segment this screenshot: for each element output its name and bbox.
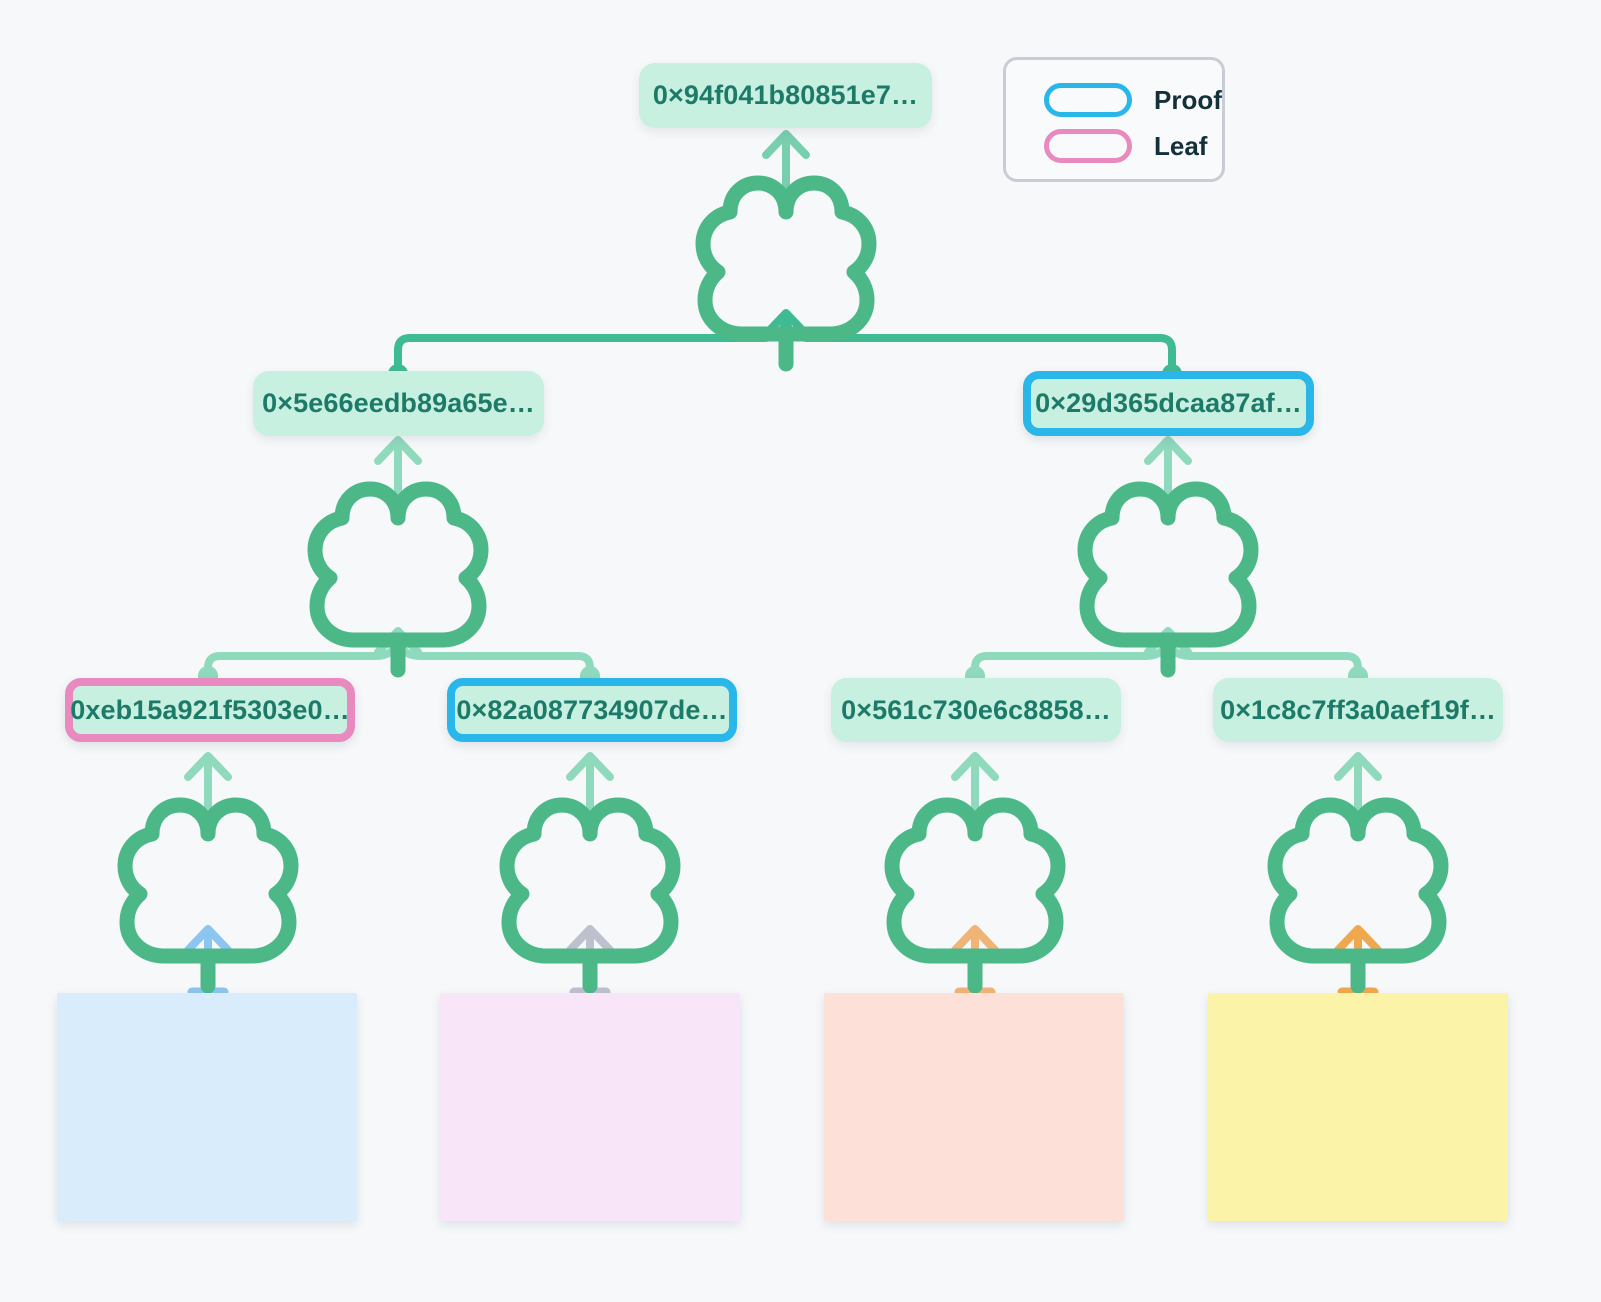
bracket-leaves-right [965, 627, 1368, 690]
arrow-hash-to-mid-right [1144, 436, 1192, 506]
arrow-block-2-to-hash [566, 925, 614, 997]
tree-icon-leaf-1-hash [125, 805, 291, 986]
arrow-block-4-to-hash [1334, 925, 1382, 997]
node-leaf-3-label: 0×561c730e6c8858… [841, 694, 1111, 725]
tree-icon-mid-right-hash [1085, 489, 1251, 670]
tree-icon-leaf-3-hash [892, 805, 1058, 986]
node-root[interactable]: 0×94f041b80851e7… [639, 63, 932, 128]
arrow-hash-to-mid-left [374, 436, 422, 506]
arrow-block-3-to-hash [951, 925, 999, 997]
legend-row-leaf: Leaf [1044, 124, 1222, 168]
arrow-hash-to-leaf-3 [951, 752, 999, 822]
data-block-1[interactable] [57, 993, 357, 1221]
legend-row-proof: Proof [1044, 78, 1222, 122]
node-leaf-4-label: 0×1c8c7ff3a0aef19f… [1220, 694, 1496, 725]
bracket-level1-to-root [388, 309, 1182, 388]
legend-label-proof: Proof [1154, 84, 1222, 115]
node-mid-right[interactable]: 0×29d365dcaa87af… [1023, 371, 1314, 436]
tree-icon-mid-left-hash [315, 489, 481, 670]
data-block-2[interactable] [440, 993, 740, 1221]
node-leaf-2[interactable]: 0×82a087734907de… [447, 678, 737, 742]
arrow-hash-to-root [762, 130, 810, 200]
arrow-block-1-to-hash [184, 925, 232, 997]
bracket-leaves-left [198, 627, 600, 690]
arrow-hash-to-leaf-1 [184, 752, 232, 822]
tree-icon-leaf-2-hash [507, 805, 673, 986]
node-leaf-4[interactable]: 0×1c8c7ff3a0aef19f… [1213, 678, 1503, 742]
arrow-hash-to-leaf-4 [1334, 752, 1382, 822]
arrow-hash-to-leaf-2 [566, 752, 614, 822]
data-block-3[interactable] [824, 993, 1124, 1221]
legend-label-leaf: Leaf [1154, 130, 1208, 161]
legend: Proof Leaf [1003, 57, 1225, 182]
node-leaf-2-label: 0×82a087734907de… [456, 694, 728, 725]
node-mid-right-label: 0×29d365dcaa87af… [1035, 388, 1302, 418]
node-root-label: 0×94f041b80851e7… [652, 80, 919, 110]
tree-icon-leaf-4-hash [1275, 805, 1441, 986]
node-leaf-1[interactable]: 0xeb15a921f5303e0… [65, 678, 355, 742]
leaf-swatch-icon [1044, 129, 1132, 163]
data-block-4[interactable] [1208, 993, 1508, 1221]
node-leaf-3[interactable]: 0×561c730e6c8858… [831, 678, 1121, 742]
tree-icon-root-hash [703, 183, 869, 364]
node-mid-left[interactable]: 0×5e66eedb89a65e… [253, 371, 544, 436]
proof-swatch-icon [1044, 83, 1132, 117]
node-mid-left-label: 0×5e66eedb89a65e… [262, 388, 535, 418]
node-leaf-1-label: 0xeb15a921f5303e0… [70, 694, 350, 725]
